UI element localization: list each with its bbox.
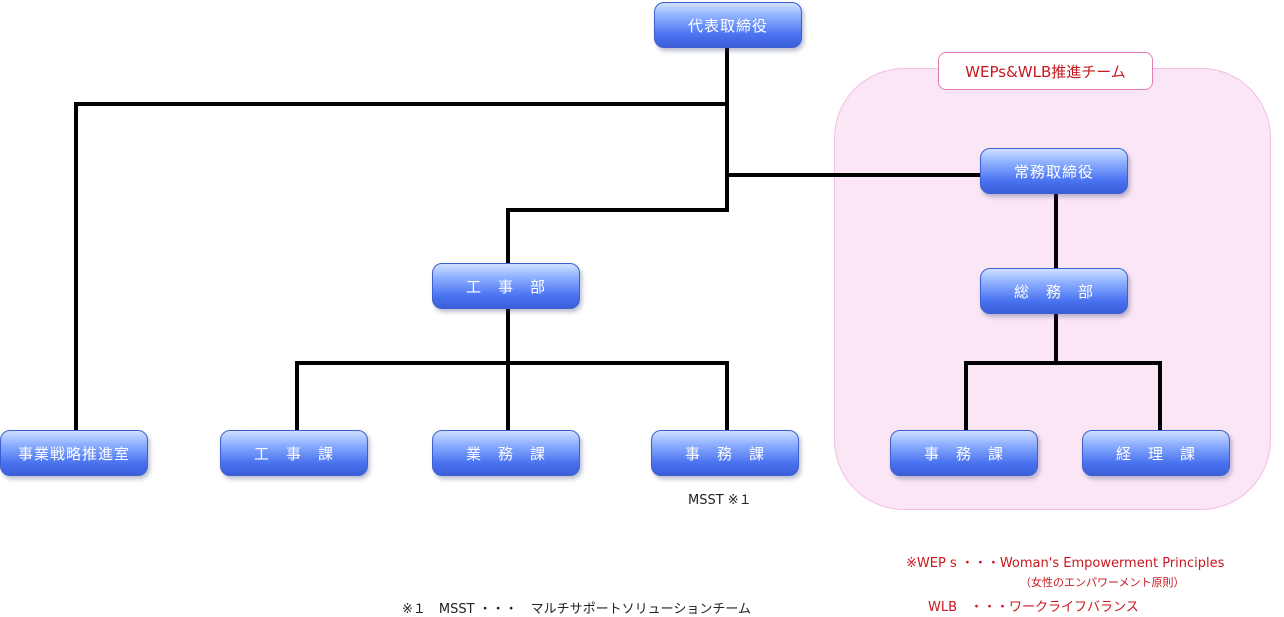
line-construction-branch	[506, 208, 729, 265]
weps-definition: ※WEP s ・・・Woman's Empowerment Principles	[906, 556, 1225, 571]
msst-definition: ※１ MSST ・・・ マルチサポートソリューションチーム	[402, 602, 752, 617]
node-construction-dept: 工 事 部	[432, 263, 580, 309]
node-business-section: 業 務 課	[432, 430, 580, 476]
node-ceo: 代表取締役	[654, 2, 802, 48]
node-general-affairs-dept: 総 務 部	[980, 268, 1128, 314]
msst-tag: MSST ※１	[688, 493, 752, 508]
line-strategy-branch	[74, 102, 727, 432]
node-accounting-section: 経 理 課	[1082, 430, 1230, 476]
node-admin-section-right: 事 務 課	[890, 430, 1038, 476]
node-managing-director: 常務取締役	[980, 148, 1128, 194]
node-construction-section: 工 事 課	[220, 430, 368, 476]
weps-subtitle: （女性のエンパワーメント原則）	[1020, 576, 1185, 589]
node-strategy-office: 事業戦略推進室	[0, 430, 148, 476]
node-admin-section-left: 事 務 課	[651, 430, 799, 476]
team-label: WEPs&WLB推進チーム	[938, 52, 1153, 90]
wlb-definition: WLB ・・・ワークライフバランス	[928, 600, 1139, 615]
